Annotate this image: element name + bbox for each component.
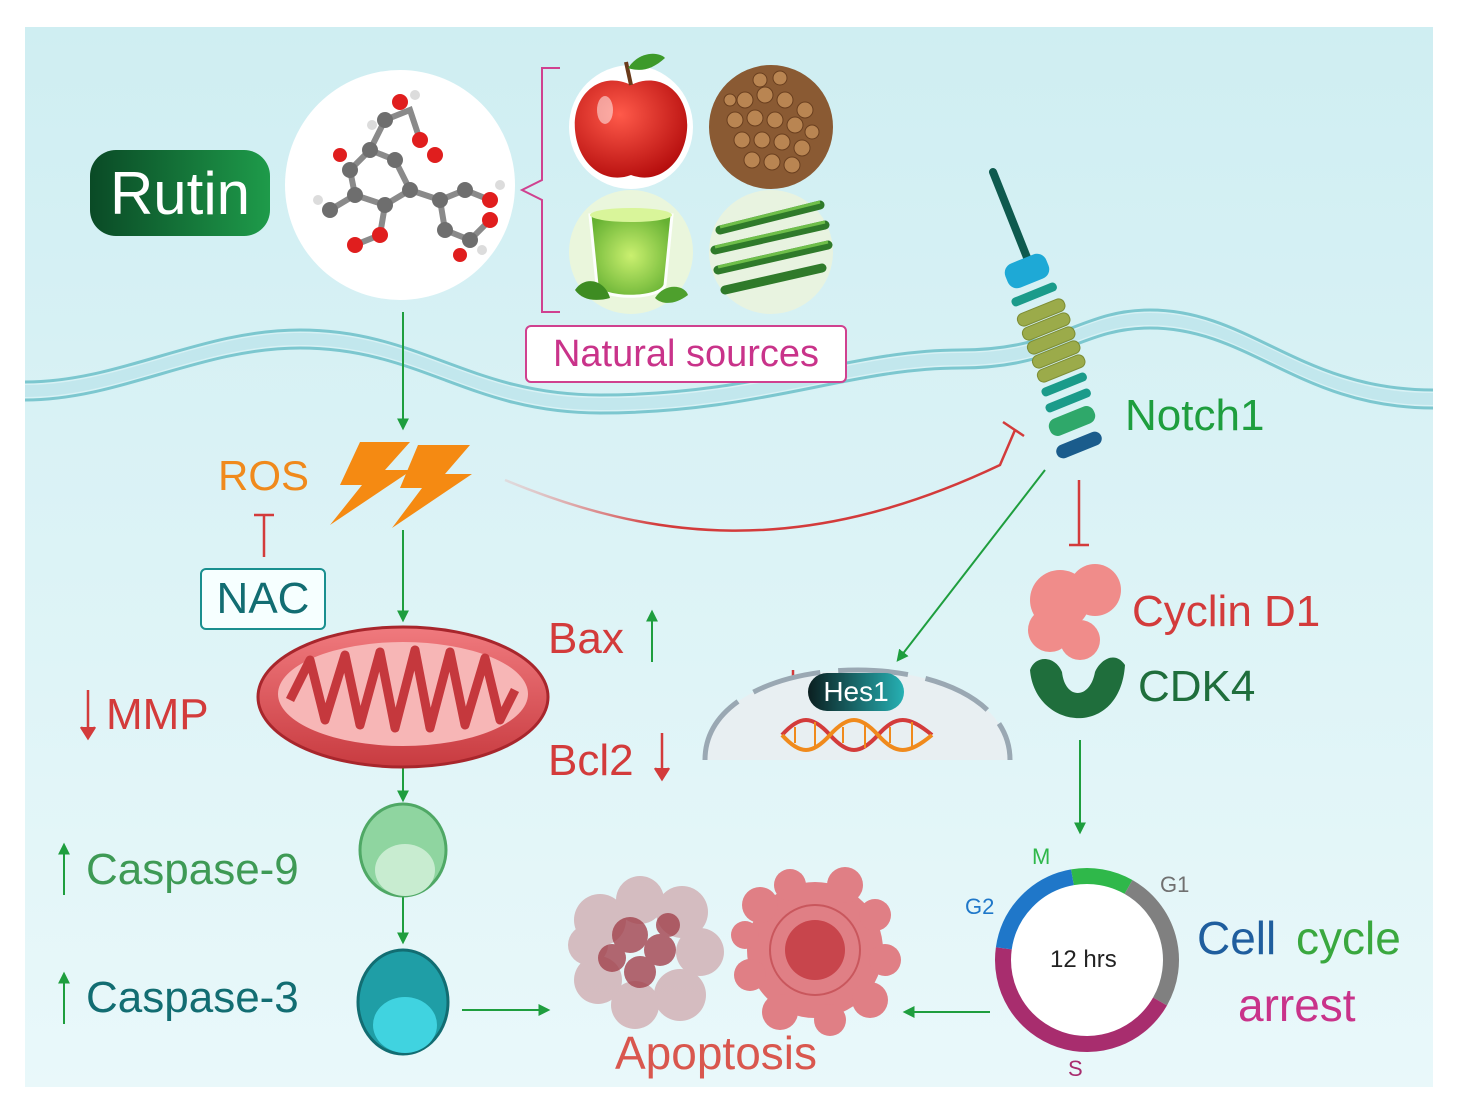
lightning-icon <box>330 442 472 528</box>
dna-icon <box>780 718 934 752</box>
cdk-protein-icon <box>1030 657 1125 719</box>
mmp-label: MMP <box>106 690 209 739</box>
apoptotic-cell-icon-2 <box>731 867 901 1036</box>
phase-g1-label: G1 <box>1160 872 1190 897</box>
notch-receptor-icon <box>989 168 1102 459</box>
cycle-phase-g2 <box>995 869 1075 950</box>
asparagus-icon <box>709 190 833 314</box>
green-tea-icon <box>569 190 693 314</box>
inhibit-ros-to-notch <box>504 429 1017 532</box>
cyclin-d1-label: Cyclin D1 <box>1132 587 1321 636</box>
notch1-label: Notch1 <box>1125 391 1265 440</box>
molecule-icon <box>285 70 515 300</box>
ros-label: ROS <box>218 452 310 499</box>
bcl2-label: Bcl2 <box>548 736 634 785</box>
cycle-phase-m <box>1071 868 1133 895</box>
cycle-center-label: 12 hrs <box>1050 946 1117 973</box>
nac-label: NAC <box>200 568 326 630</box>
cell-cycle-title-cell: Cell <box>1197 912 1277 964</box>
cdk4-label: CDK4 <box>1138 662 1256 711</box>
nucleus-icon <box>702 667 1013 761</box>
apple-icon <box>569 53 693 189</box>
inhibition-lines <box>254 420 1089 557</box>
apoptotic-cell-icon <box>568 876 724 1029</box>
phase-m-label: M <box>1032 844 1051 869</box>
caspase-9-icon <box>358 802 448 898</box>
apoptosis-label: Apoptosis <box>615 1027 818 1079</box>
caspase-3-label: Caspase-3 <box>86 973 299 1022</box>
membrane-band <box>25 313 1433 410</box>
sources-bracket <box>519 67 560 313</box>
cycle-phase-g1 <box>1124 880 1179 1006</box>
cycle-center <box>1011 884 1163 1036</box>
cell-cycle-title-cycle: cycle <box>1296 912 1401 964</box>
arrow-notch-to-hes1 <box>896 469 1046 662</box>
natural-sources-label: Natural sources <box>525 325 847 383</box>
buckwheat-icon <box>709 65 833 189</box>
phase-g2-label: G2 <box>965 894 995 919</box>
mitochondrion-icon <box>256 625 550 769</box>
cell-cycle-title-arrest: arrest <box>1238 979 1356 1031</box>
phase-s-label: S <box>1068 1056 1083 1081</box>
caspase-3-icon <box>356 948 450 1056</box>
cycle-phase-s <box>995 947 1167 1052</box>
cyclin-protein-icon <box>1028 564 1121 660</box>
bax-label: Bax <box>548 614 624 663</box>
rutin-label: Rutin <box>90 150 270 236</box>
hes1-label: Hes1 <box>808 673 904 711</box>
caspase-9-label: Caspase-9 <box>86 845 299 894</box>
cell-cycle-ring <box>995 868 1179 1052</box>
